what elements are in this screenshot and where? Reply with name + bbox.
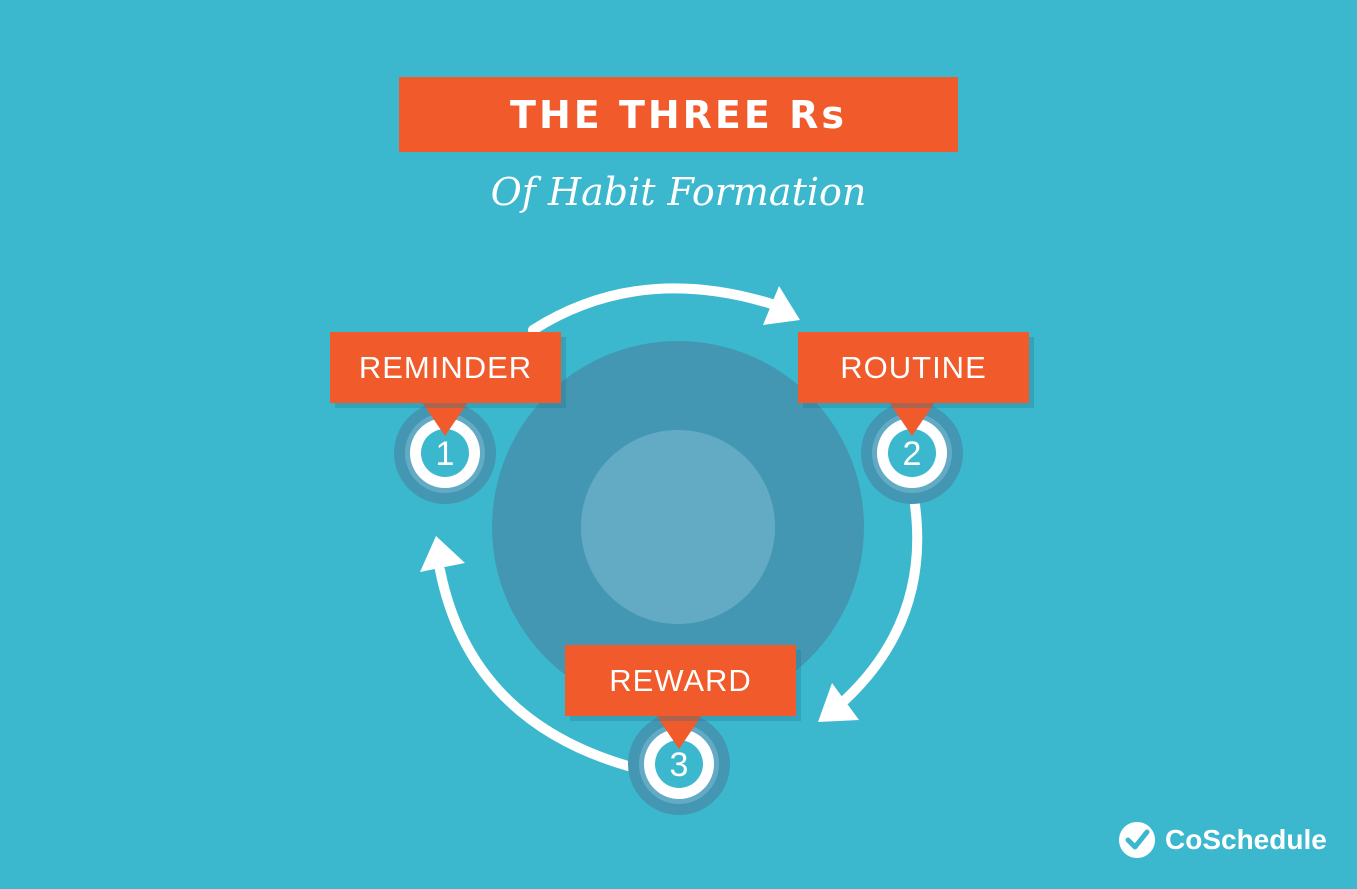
arrow-head-right-icon bbox=[818, 683, 859, 722]
arrow-head-left-icon bbox=[420, 536, 465, 572]
center-inner-circle bbox=[581, 430, 775, 624]
stage-number-1: 1 bbox=[436, 435, 455, 473]
arrow-head-top-icon bbox=[763, 286, 800, 325]
stage-number-3: 3 bbox=[670, 746, 689, 784]
arrow-reward-to-reminder bbox=[435, 565, 633, 771]
page-title: THE THREE Rs bbox=[510, 92, 847, 137]
brand-logo: CoSchedule bbox=[1117, 820, 1327, 860]
stage-node-1: 1 bbox=[394, 402, 496, 504]
check-badge-icon bbox=[1119, 822, 1155, 858]
reward-pointer bbox=[656, 715, 702, 749]
stage-label-routine: ROUTINE bbox=[798, 332, 1029, 403]
brand-name: CoSchedule bbox=[1165, 824, 1327, 855]
arrow-reminder-to-routine bbox=[528, 283, 780, 335]
page-subtitle: Of Habit Formation bbox=[490, 170, 867, 214]
stage-node-2: 2 bbox=[861, 402, 963, 504]
stage-label-reward: REWARD bbox=[565, 645, 796, 716]
title-banner: THE THREE Rs bbox=[399, 77, 958, 152]
stage-node-3: 3 bbox=[628, 713, 730, 815]
routine-pointer bbox=[889, 402, 935, 436]
stage-label-reminder: REMINDER bbox=[330, 332, 561, 403]
arrow-routine-to-reward bbox=[840, 500, 923, 705]
stage-number-2: 2 bbox=[903, 435, 922, 473]
reminder-pointer bbox=[422, 402, 468, 436]
